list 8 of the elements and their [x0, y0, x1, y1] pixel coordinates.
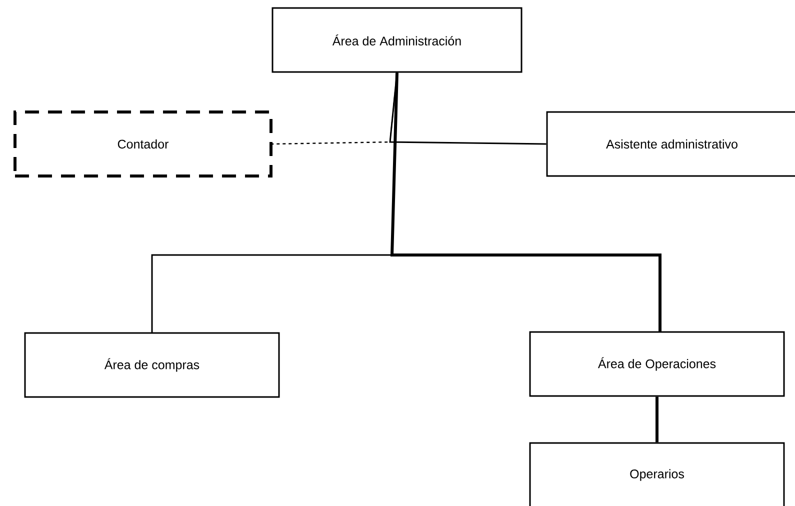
org-box: Área de compras [24, 332, 280, 398]
org-box: Operarios [529, 442, 785, 506]
org-box: Área de Administración [272, 7, 522, 73]
org-box: Área de Operaciones [529, 331, 785, 397]
connector-line [656, 396, 658, 442]
connector-line [390, 72, 662, 332]
org-box: Contador [14, 110, 272, 178]
org-box: Asistente administrativo [546, 111, 795, 177]
